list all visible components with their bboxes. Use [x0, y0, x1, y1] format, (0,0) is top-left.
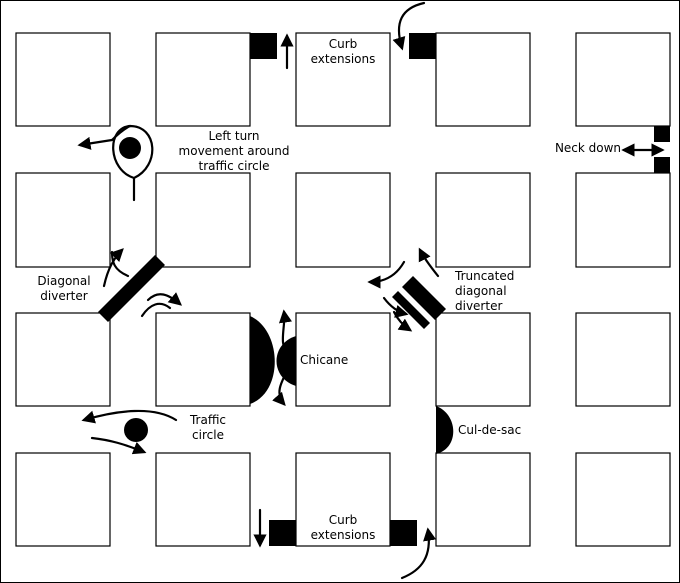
truncated-diverter-arrow [367, 260, 406, 289]
curb-extension-shape [269, 520, 296, 546]
neck-down-curb-bottom [654, 157, 670, 173]
city-block [575, 172, 671, 268]
left-turn-connector [110, 124, 132, 142]
truncated-diverter-bar [402, 276, 446, 320]
traffic-circle-arrow-left [81, 409, 178, 424]
city-block [435, 312, 531, 407]
neck-down: Neck down [555, 126, 670, 173]
chicane-arrow [272, 309, 293, 406]
cul-de-sac-label: Cul-de-sac [458, 423, 521, 437]
diagonal-diverter-label-line1: Diagonal [37, 274, 90, 288]
curb-extensions-bottom: Curb extensions [253, 508, 437, 580]
curb-extension-shape [390, 520, 417, 546]
truncated-diverter-label-line3: diverter [455, 299, 502, 313]
truncated-diverter-arrow [392, 310, 413, 332]
cul-de-sac-shape [436, 406, 454, 454]
diverter-arrow [140, 302, 172, 318]
curb-extensions-top-label-line2: extensions [311, 52, 376, 66]
curb-extensions-top-label-line1: Curb [329, 37, 358, 51]
city-block [155, 32, 251, 127]
cul-de-sac: Cul-de-sac [436, 406, 521, 454]
truncated-diverter-label-line2: diagonal [455, 284, 507, 298]
curb-extension-shape [409, 33, 436, 59]
left-turn-exit-arrow [77, 136, 114, 150]
city-block [15, 452, 111, 547]
city-block [295, 32, 391, 127]
traffic-circle-arrow-right [90, 436, 147, 455]
truncated-diverter-arrow [382, 296, 409, 318]
left-turn-label-line1: Left turn [208, 129, 259, 143]
curved-up-arrow [400, 527, 437, 580]
traffic-circle-shape [119, 137, 141, 159]
city-block [15, 172, 111, 268]
city-block [155, 172, 251, 268]
traffic-circle-label-line1: Traffic [189, 413, 226, 427]
truncated-diagonal-diverter: Truncated diagonal diverter [367, 247, 514, 332]
diverter-arrow [146, 292, 183, 306]
chicane-label: Chicane [300, 353, 348, 367]
diagonal-diverter-label-line2: diverter [40, 289, 87, 303]
traffic-circle-shape [124, 418, 148, 442]
city-blocks [15, 32, 671, 547]
curb-extension-shape [250, 33, 277, 59]
truncated-diverter-bar [392, 291, 430, 329]
diagonal-diverter: Diagonal diverter [37, 248, 183, 322]
truncated-diverter-arrow [418, 247, 440, 278]
curved-down-arrow [392, 1, 426, 51]
city-block [575, 32, 671, 127]
city-block [155, 452, 251, 547]
traffic-circle-label-line2: circle [192, 428, 224, 442]
neck-down-curb-top [654, 126, 670, 142]
left-turn-label-line2: movement around [179, 144, 290, 158]
diverter-arrow [110, 250, 130, 278]
chicane: Chicane [250, 309, 348, 406]
curb-extensions-top: Curb extensions [250, 1, 436, 70]
city-block [575, 312, 671, 407]
city-block [295, 172, 391, 268]
city-block [295, 452, 391, 547]
city-block [575, 452, 671, 547]
city-block [15, 312, 111, 407]
chicane-bulge-right [276, 336, 296, 386]
left-turn-path [112, 124, 154, 202]
city-block [15, 32, 111, 127]
city-block [435, 452, 531, 547]
diverter-arrow [102, 248, 124, 288]
left-turn-label-line3: traffic circle [199, 159, 270, 173]
curb-extensions-bottom-label-line2: extensions [311, 528, 376, 542]
city-block [155, 312, 251, 407]
city-block [295, 312, 391, 407]
chicane-bulge-left [250, 316, 275, 404]
traffic-circle: Traffic circle [81, 409, 226, 455]
curb-extensions-bottom-label-line1: Curb [329, 513, 358, 527]
city-block [435, 172, 531, 268]
left-turn-traffic-circle: Left turn movement around traffic circle [77, 124, 290, 202]
city-block [435, 32, 531, 127]
neck-down-label: Neck down [555, 141, 621, 155]
diverter-bar [98, 255, 165, 322]
truncated-diverter-label-line1: Truncated [454, 269, 514, 283]
